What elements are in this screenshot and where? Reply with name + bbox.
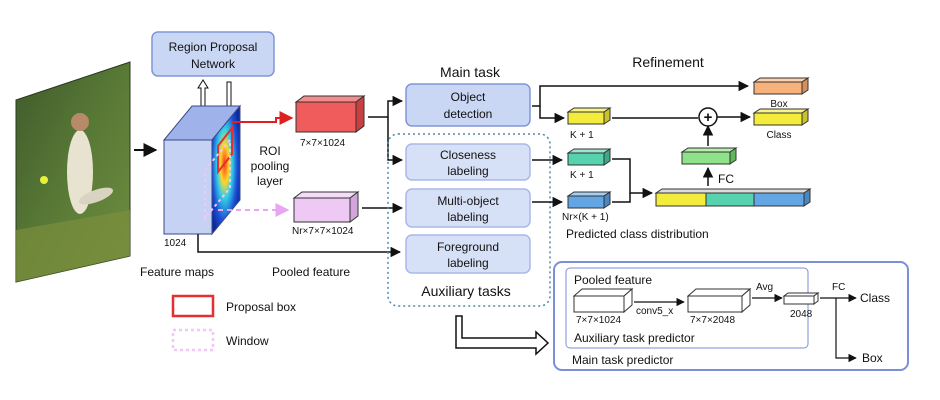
- closeness-line2: labeling: [447, 164, 488, 178]
- feature-maps-caption: Feature maps: [140, 265, 214, 279]
- feature-channels: 1024: [164, 238, 187, 249]
- closeness-output-dim: K + 1: [570, 170, 594, 181]
- pooled-feature-caption: Pooled feature: [272, 265, 350, 279]
- rpn-box: Region Proposal Network: [151, 31, 275, 77]
- multi-output-vector: [566, 191, 612, 209]
- box-output-vector: [752, 77, 810, 95]
- multi-output-dim: Nr×(K + 1): [562, 212, 609, 223]
- detection-line1: Object: [451, 90, 486, 104]
- proposal-box-marker: [217, 125, 233, 175]
- panel-fc-label: FC: [832, 282, 845, 293]
- roi-line2: pooling: [251, 159, 290, 173]
- predictor-hollow-arrow: [455, 315, 550, 356]
- panel-avg-label: Avg: [756, 282, 773, 293]
- detection-to-k1-arrow: [539, 106, 566, 124]
- object-detection-box: Object detection: [405, 83, 531, 127]
- panel-main-caption: Main task predictor: [572, 353, 673, 367]
- detection-to-box-arrow: [532, 80, 750, 107]
- panel-class-label: Class: [860, 291, 890, 305]
- predicted-class-caption: Predicted class distribution: [566, 227, 709, 241]
- proposal-dim: 7×7×1024: [300, 138, 345, 149]
- panel-aux-caption: Auxiliary task predictor: [574, 331, 695, 345]
- legend-proposal-label: Proposal box: [226, 300, 296, 314]
- closeness-box: Closeness labeling: [405, 143, 531, 181]
- aux-task-predictor-frame: [565, 267, 809, 349]
- pool-to-detection-arrow: [368, 95, 404, 118]
- panel-mid-dim: 7×7×2048: [690, 315, 735, 326]
- main-output-vector: [566, 107, 612, 125]
- refine-class-label: Class: [766, 130, 791, 141]
- multi-object-line2: labeling: [447, 210, 488, 224]
- auxiliary-tasks-title: Auxiliary tasks: [421, 283, 510, 299]
- panel-pooled-feature: Pooled feature: [574, 273, 652, 287]
- input-image: [15, 61, 131, 283]
- rpn-label-line2: Network: [191, 57, 236, 71]
- roi-line1: ROI: [259, 144, 280, 158]
- pooled-feature-proposal: [294, 95, 366, 133]
- rpn-label-line1: Region Proposal: [169, 40, 258, 54]
- fc-box-arrow: [835, 298, 857, 363]
- pool-to-closeness-arrow: [387, 117, 404, 166]
- pooled-feature-window: [292, 191, 360, 223]
- fc-output-vector: [680, 147, 738, 165]
- panel-box-label: Box: [862, 351, 883, 365]
- feature-map-block: 1024: [162, 104, 242, 249]
- closeness-output-vector: [566, 148, 612, 166]
- closeness-line1: Closeness: [440, 148, 496, 162]
- class-output-vector: [752, 108, 810, 126]
- panel-in-dim: 7×7×1024: [576, 315, 621, 326]
- plus-node: +: [698, 107, 718, 127]
- window-marker: [204, 137, 231, 221]
- feature-to-foreground-arrow: [197, 234, 402, 258]
- refinement-title: Refinement: [632, 54, 704, 70]
- legend-proposal-swatch: [171, 294, 215, 318]
- refine-box-label: Box: [770, 99, 787, 110]
- main-task-title: Main task: [440, 64, 501, 80]
- proposal-pool-arrow: [232, 111, 294, 125]
- legend-window-swatch: [171, 328, 215, 352]
- closeness-to-concat-arrow: [612, 158, 654, 199]
- refine-fc-label: FC: [718, 172, 734, 186]
- roi-line3: layer: [257, 174, 283, 188]
- panel-conv-label: conv5_x: [636, 306, 673, 317]
- foreground-box: Foreground labeling: [405, 234, 531, 274]
- window-dim: Nr×7×7×1024: [292, 226, 354, 237]
- plus-symbol: +: [704, 109, 713, 126]
- panel-vec-dim: 2048: [790, 309, 813, 320]
- multi-to-concat-line: [612, 193, 631, 203]
- main-output-dim: K + 1: [570, 130, 594, 141]
- multi-object-box: Multi-object labeling: [405, 188, 531, 228]
- auxiliary-tasks-group: [387, 133, 551, 307]
- legend: Proposal box Window: [171, 294, 296, 352]
- multi-object-line1: Multi-object: [437, 194, 499, 208]
- foreground-line2: labeling: [447, 256, 488, 270]
- concat-vector: [654, 188, 812, 207]
- detection-line2: detection: [444, 107, 493, 121]
- predictor-panel: Pooled feature 7×7×1024 conv5_x 7×7×2048…: [553, 261, 909, 371]
- caption-strip: [0, 392, 940, 400]
- legend-window-label: Window: [226, 334, 269, 348]
- foreground-line1: Foreground: [437, 240, 499, 254]
